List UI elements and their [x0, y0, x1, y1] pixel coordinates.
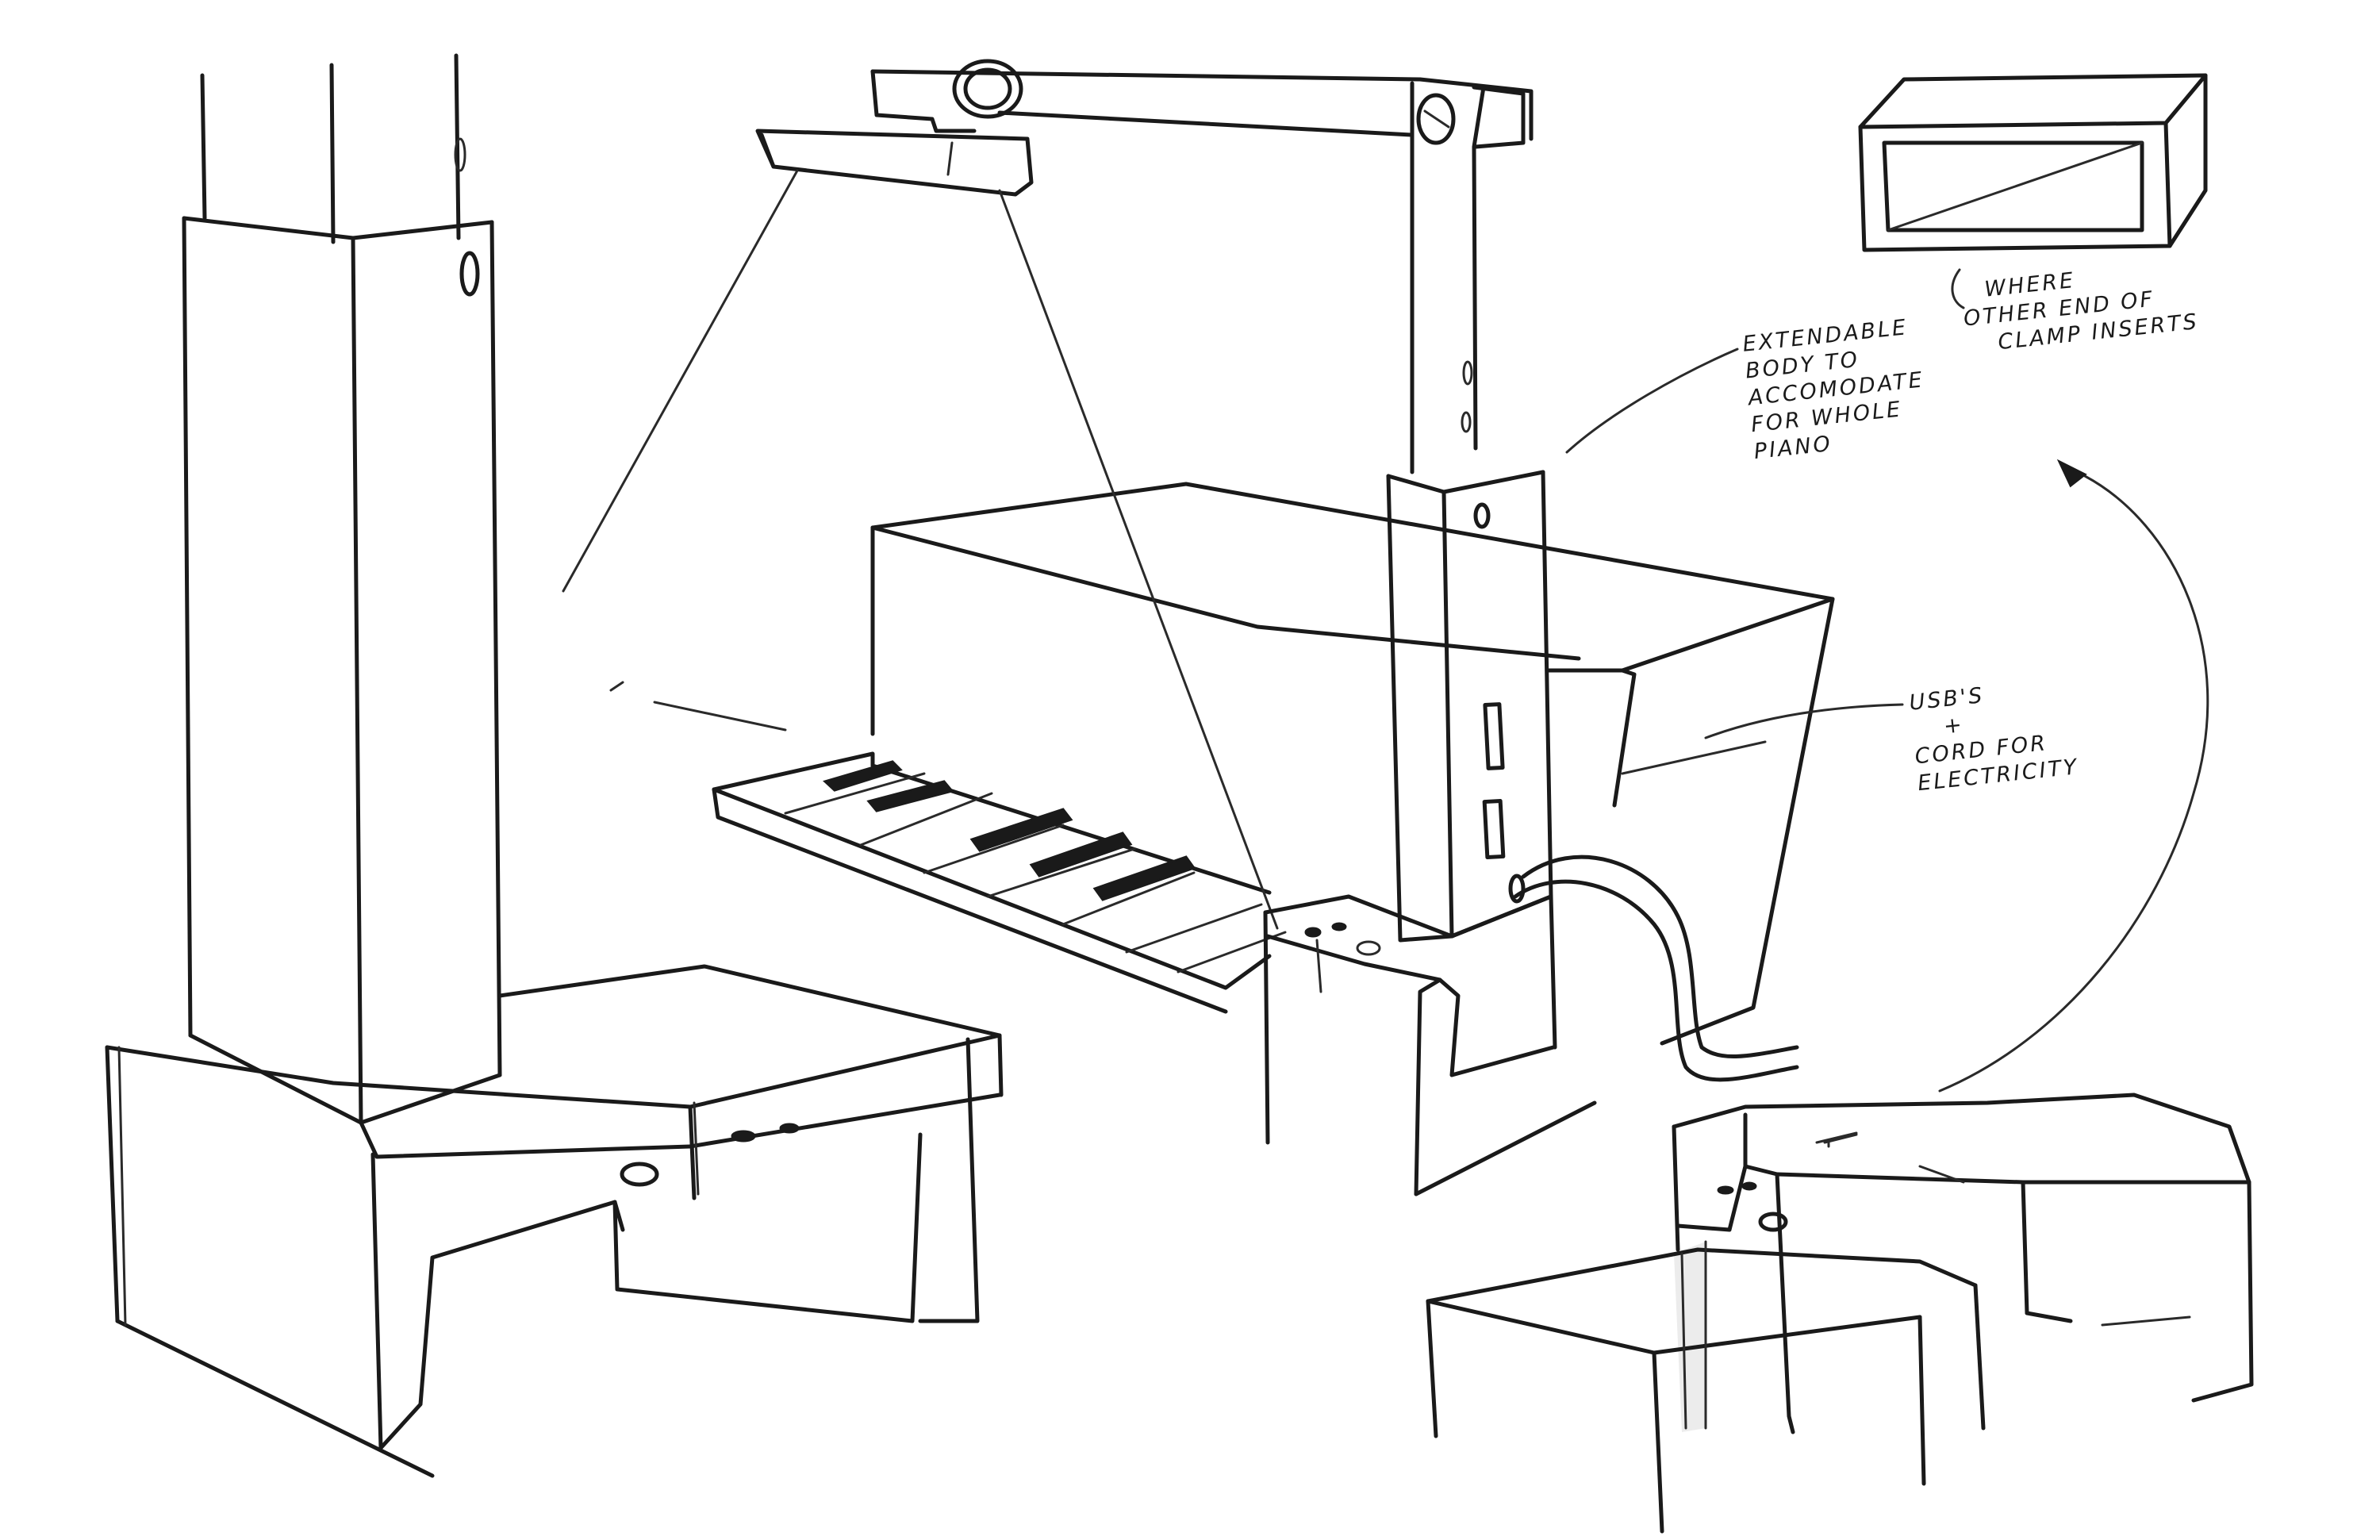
- clamp-on-table: [1426, 1093, 2254, 1534]
- left-column-assembly: [105, 53, 1004, 1478]
- clamp-receiver-box: [1858, 73, 2208, 309]
- annotation-extendable-body: Extendable Body to Accomodate for whole …: [1741, 313, 1931, 466]
- annotation-leaders: [1565, 348, 2209, 1144]
- piano-with-arm: [562, 59, 1835, 1196]
- annotation-usb-cord: USB's + Cord for Electricity: [1908, 674, 2080, 798]
